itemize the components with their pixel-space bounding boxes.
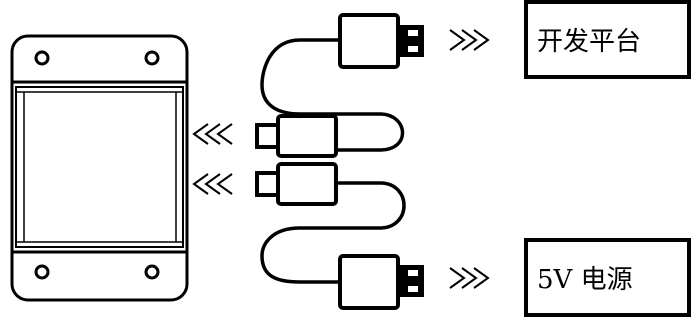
power-supply-label: 5V 电源 — [537, 265, 633, 295]
power-supply-box: 5V 电源 — [524, 238, 691, 317]
mount-hole-bottom-left — [34, 264, 50, 280]
mount-hole-top-left — [34, 50, 50, 66]
mount-hole-top-right — [144, 50, 160, 66]
device-module — [10, 34, 189, 302]
usb-plug-upper-top — [338, 13, 424, 69]
arrow-into-device-upper — [192, 123, 233, 145]
usb-plug-lower-bottom — [338, 254, 424, 310]
cable-lower — [260, 181, 406, 284]
mount-hole-bottom-right — [144, 264, 160, 280]
arrow-to-power-supply — [449, 267, 490, 289]
usb-plug-lower-device — [255, 162, 338, 206]
usb-plug-upper-device — [255, 114, 338, 158]
dev-platform-label: 开发平台 — [537, 27, 641, 57]
arrow-to-dev-platform — [449, 29, 490, 51]
arrow-into-device-lower — [192, 173, 233, 195]
dev-platform-box: 开发平台 — [524, 0, 691, 79]
cable-upper — [260, 38, 405, 152]
